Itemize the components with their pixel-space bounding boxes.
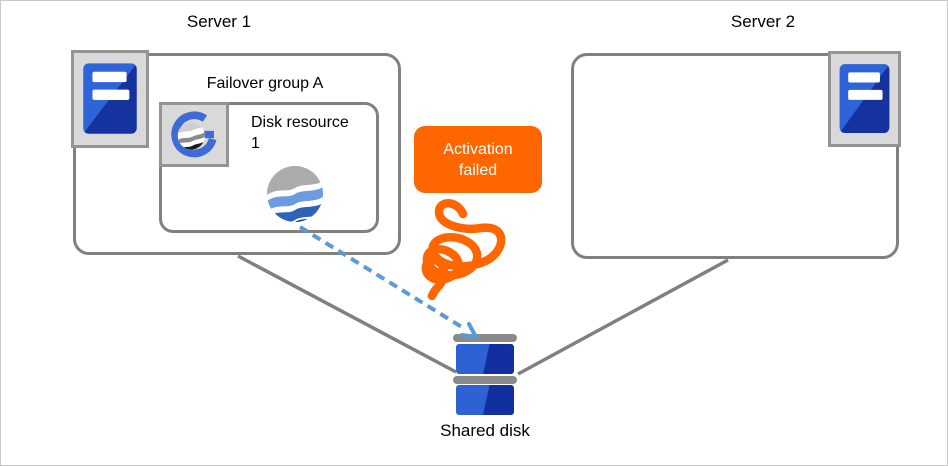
server-icon-glyph	[83, 63, 137, 134]
disk-resource-label: Disk resource 1	[251, 114, 349, 152]
failover-group-g-icon	[159, 102, 229, 167]
server1-disk-connector	[237, 254, 457, 374]
server-icon	[71, 50, 149, 148]
server2-title: Server 2	[730, 12, 796, 31]
disk-sphere-glyph	[267, 166, 323, 222]
shared-disk-mid-bar	[453, 376, 517, 384]
shared-disk-icon	[453, 332, 517, 417]
activation-failed-label: Activation failed	[443, 140, 513, 179]
shared-disk-label: Shared disk	[440, 421, 530, 440]
failure-spring-icon	[421, 199, 506, 301]
server-icon-glyph	[839, 64, 890, 133]
g-logo-glyph	[171, 111, 217, 158]
shared-disk-block	[456, 344, 514, 374]
server1-title: Server 1	[186, 12, 252, 31]
activation-failed-badge: Activation failed	[414, 126, 542, 193]
shared-disk-top-bar	[453, 334, 517, 342]
server-icon	[828, 51, 901, 147]
failover-group-label: Failover group A	[206, 75, 324, 92]
server2-disk-connector	[517, 258, 729, 376]
shared-disk-block	[456, 385, 514, 415]
disk-resource-sphere-icon	[267, 165, 323, 223]
